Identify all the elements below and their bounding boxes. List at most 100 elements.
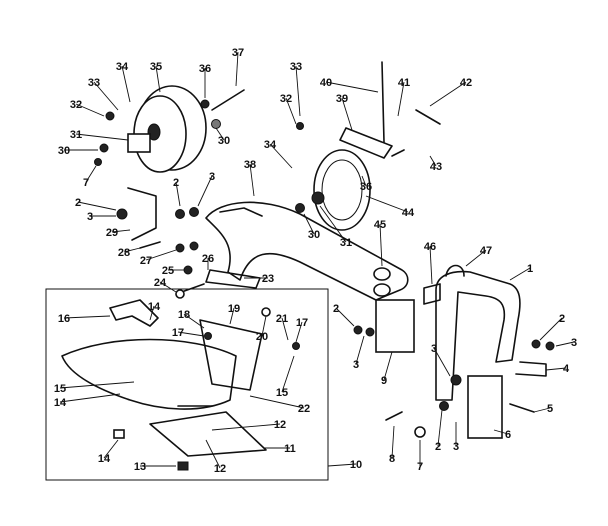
leader-line-c33a [93,81,119,111]
nut-32 [105,111,115,121]
washer-30 [99,143,109,153]
part-callout-c27: 27 [140,255,152,267]
nut-32b [296,122,304,130]
leader-line-c28 [123,247,141,253]
leader-line-c31a [75,133,129,141]
part-callout-c13: 13 [134,461,146,473]
nut-3c [365,327,375,337]
leader-line-c2a [77,201,117,211]
part-callout-c25: 25 [162,265,174,277]
disc-hub-31 [311,191,325,205]
part-callout-c45: 45 [374,219,386,231]
coulter-disc-inner [321,159,363,221]
leader-line-c8 [391,425,395,459]
part-callout-c30c: 30 [308,229,320,241]
part-callout-c31a: 31 [70,129,82,141]
part-callout-c33a: 33 [88,77,100,89]
frog-plate-19 [199,319,263,391]
spacer-30 [211,119,221,129]
brace-16 [109,299,159,327]
leader-line-c38 [249,163,255,197]
leader-line-c9 [383,351,393,381]
part-callout-c2b: 2 [173,177,179,189]
nut-2c [353,325,363,335]
bolt-24-head [175,289,185,299]
leader-line-c32b [285,97,297,125]
leader-line-c12a [211,423,281,431]
leader-line-c46 [429,245,433,285]
part-callout-c35: 35 [150,61,162,73]
leader-line-c2c [335,307,355,327]
leader-line-c29 [111,229,131,233]
nut-2d [531,339,541,349]
leader-line-c3e [433,347,451,377]
leader-line-c30b [215,127,225,141]
washer-30b [295,203,305,213]
pin-43 [391,149,405,157]
leader-line-c12b [205,439,221,469]
nut-2a [175,209,185,219]
part-callout-c6: 6 [505,429,511,441]
part-callout-c47: 47 [480,245,492,257]
part-callout-c43: 43 [430,161,442,173]
wheel-hub-bracket [127,133,151,153]
nut-3b [189,207,199,217]
leader-line-c42 [429,81,467,107]
plow-inset-parts [61,299,300,471]
leader-line-c39 [341,97,353,131]
leader-line-c2d [539,317,563,341]
part-callout-c21: 21 [276,313,288,325]
part-callout-c19: 19 [228,303,240,315]
part-callout-c15a: 15 [54,383,66,395]
part-callout-c17b: 17 [296,317,308,329]
nut-3e [450,374,462,386]
bolt-14c [113,429,125,439]
leader-line-c32a [75,103,105,117]
part-callout-c4: 4 [563,363,570,375]
part-callout-c2e: 2 [435,441,441,453]
nut-3d [545,341,555,351]
moldboard [61,338,237,410]
leader-line-c4 [545,367,567,371]
part-callout-c34a: 34 [116,61,129,73]
part-callout-c3e: 3 [431,343,437,355]
part-callout-c15b: 15 [276,387,288,399]
part-callout-c33b: 33 [290,61,302,73]
part-callout-c14b: 14 [54,397,67,409]
part-callout-c7a: 7 [83,177,89,189]
leader-line-c27 [145,249,177,261]
part-callout-c36a: 36 [199,63,211,75]
part-callout-c40: 40 [320,77,332,89]
leader-line-c35 [155,65,161,93]
gauge-disc-assembly [295,61,441,231]
part-callout-c3d: 3 [571,337,577,349]
part-callout-c14c: 14 [98,453,111,465]
leader-line-c15a [59,381,135,389]
plow-inset-box [45,288,329,481]
leader-line-c36b [361,175,367,187]
washer-27 [189,241,199,251]
leader-line-c15b [281,355,295,393]
part-callout-c36b: 36 [360,181,372,193]
nut-3a [116,208,128,220]
bushing-45b [373,283,391,297]
part-callout-c17a: 17 [172,327,184,339]
bolt-8 [385,411,403,421]
leader-line-c3b [197,175,213,207]
part-callout-c5: 5 [547,403,553,415]
axle-bolt-37 [211,89,245,111]
leader-line-c41 [397,81,405,117]
leader-line-c24 [159,281,177,293]
frame-bracket-group [116,187,205,299]
nut-2e [439,401,449,411]
leader-line-c31b [319,205,347,243]
leader-line-c37 [235,51,239,87]
leader-line-c14a [149,305,155,321]
part-callout-c30b: 30 [218,135,230,147]
leader-line-c18 [183,313,205,329]
part-callout-c30a: 30 [58,145,70,157]
part-callout-c42: 42 [460,77,472,89]
u-bolt-47 [445,264,465,277]
part-callout-c34b: 34 [264,139,277,151]
